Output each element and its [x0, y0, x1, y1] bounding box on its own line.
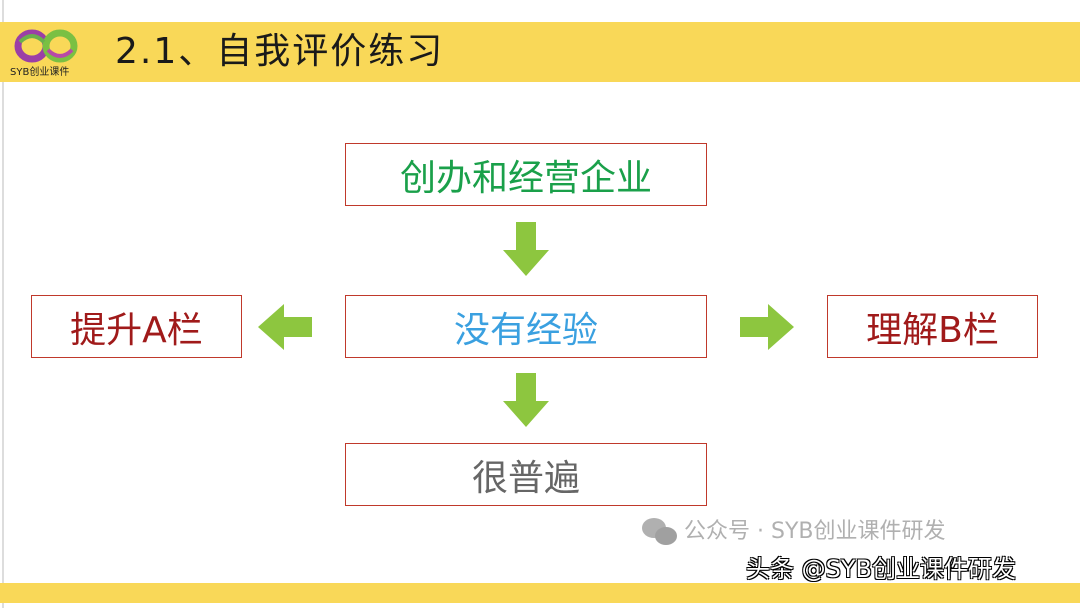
box-center: 没有经验 — [345, 295, 707, 358]
logo-text: SYB创业课件 — [10, 67, 70, 78]
toutiao-watermark: 头条 @SYB创业课件研发 — [746, 555, 1016, 583]
arrow-down-icon — [503, 222, 549, 276]
wechat-icon — [642, 518, 677, 545]
box-left: 提升A栏 — [31, 295, 242, 358]
footer-band — [0, 583, 1080, 603]
box-bottom: 很普遍 — [345, 443, 707, 506]
header-band — [0, 22, 1080, 82]
arrow-right-icon — [740, 304, 794, 350]
box-top: 创办和经营企业 — [345, 143, 707, 206]
left-edge — [2, 0, 4, 608]
page-title: 2.1、自我评价练习 — [115, 31, 445, 72]
arrow-down-icon — [503, 373, 549, 427]
box-right: 理解B栏 — [827, 295, 1038, 358]
arrow-left-icon — [258, 304, 312, 350]
wechat-watermark: 公众号 · SYB创业课件研发 — [684, 519, 946, 544]
logo-icon — [14, 29, 78, 63]
